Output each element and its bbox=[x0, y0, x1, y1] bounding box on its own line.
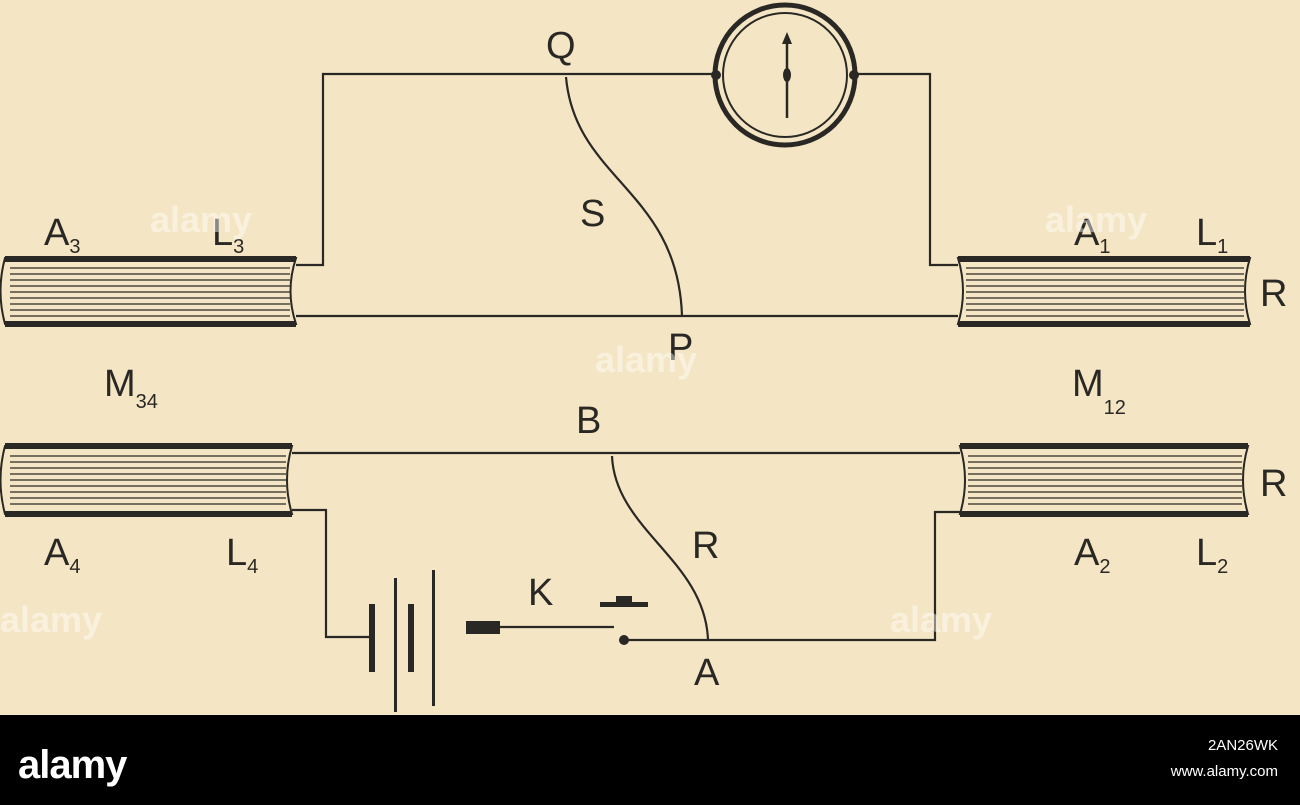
label-R-top: R bbox=[1260, 273, 1287, 315]
label-A2: A2 bbox=[1074, 532, 1110, 578]
battery bbox=[369, 570, 500, 712]
label-L1: L1 bbox=[1196, 212, 1228, 258]
label-L2: L2 bbox=[1196, 532, 1228, 578]
label-M34: M34 bbox=[104, 363, 158, 413]
galvanometer bbox=[711, 2, 859, 148]
watermark-4: alamy bbox=[0, 599, 102, 640]
coil-L1 bbox=[956, 256, 1252, 327]
key-K bbox=[600, 596, 648, 645]
coil-L2 bbox=[958, 443, 1250, 517]
coil-L4 bbox=[0, 443, 294, 517]
label-R-mid: R bbox=[692, 525, 719, 567]
label-A1: A1 bbox=[1074, 212, 1110, 258]
watermark-2: alamy bbox=[595, 339, 697, 380]
diagram-labels: Q S P A3 L3 A1 L1 R M34 M12 B R R A4 L4 … bbox=[44, 25, 1287, 694]
label-B: B bbox=[576, 400, 601, 442]
label-A4: A4 bbox=[44, 532, 80, 578]
lower-circuit-wires bbox=[292, 451, 960, 642]
label-L4: L4 bbox=[226, 532, 258, 578]
label-R-bottom: R bbox=[1260, 463, 1287, 505]
watermark-3: alamy bbox=[1045, 199, 1147, 240]
watermark-5: alamy bbox=[890, 599, 992, 640]
slide-wire-S bbox=[564, 76, 684, 317]
label-A3: A3 bbox=[44, 212, 80, 258]
wire-right-upper bbox=[856, 72, 958, 267]
footer-image-id: 2AN26WK bbox=[1207, 737, 1278, 754]
watermark-layer: alamy alamy alamy alamy alamy bbox=[0, 199, 1147, 640]
wire-right-lower bbox=[626, 510, 960, 642]
label-A: A bbox=[694, 652, 720, 694]
watermark-1: alamy bbox=[150, 199, 252, 240]
coil-L3 bbox=[0, 256, 298, 327]
label-K: K bbox=[528, 572, 553, 614]
slide-wire-R bbox=[610, 455, 710, 641]
footer-bar: alamy 2AN26WK www.alamy.com bbox=[0, 715, 1300, 805]
label-P: P bbox=[668, 327, 693, 369]
label-S: S bbox=[580, 193, 605, 235]
wire-left-lower bbox=[292, 508, 370, 639]
label-L3: L3 bbox=[212, 212, 244, 258]
label-Q: Q bbox=[546, 25, 576, 67]
footer-logo: alamy bbox=[18, 743, 127, 787]
wire-left-upper bbox=[296, 72, 712, 267]
label-M12: M12 bbox=[1072, 363, 1126, 419]
circuit-diagram: Q S P A3 L3 A1 L1 R M34 M12 B R R A4 L4 … bbox=[0, 2, 1287, 712]
upper-circuit-wires bbox=[296, 72, 958, 318]
footer-url: www.alamy.com bbox=[1170, 763, 1278, 780]
